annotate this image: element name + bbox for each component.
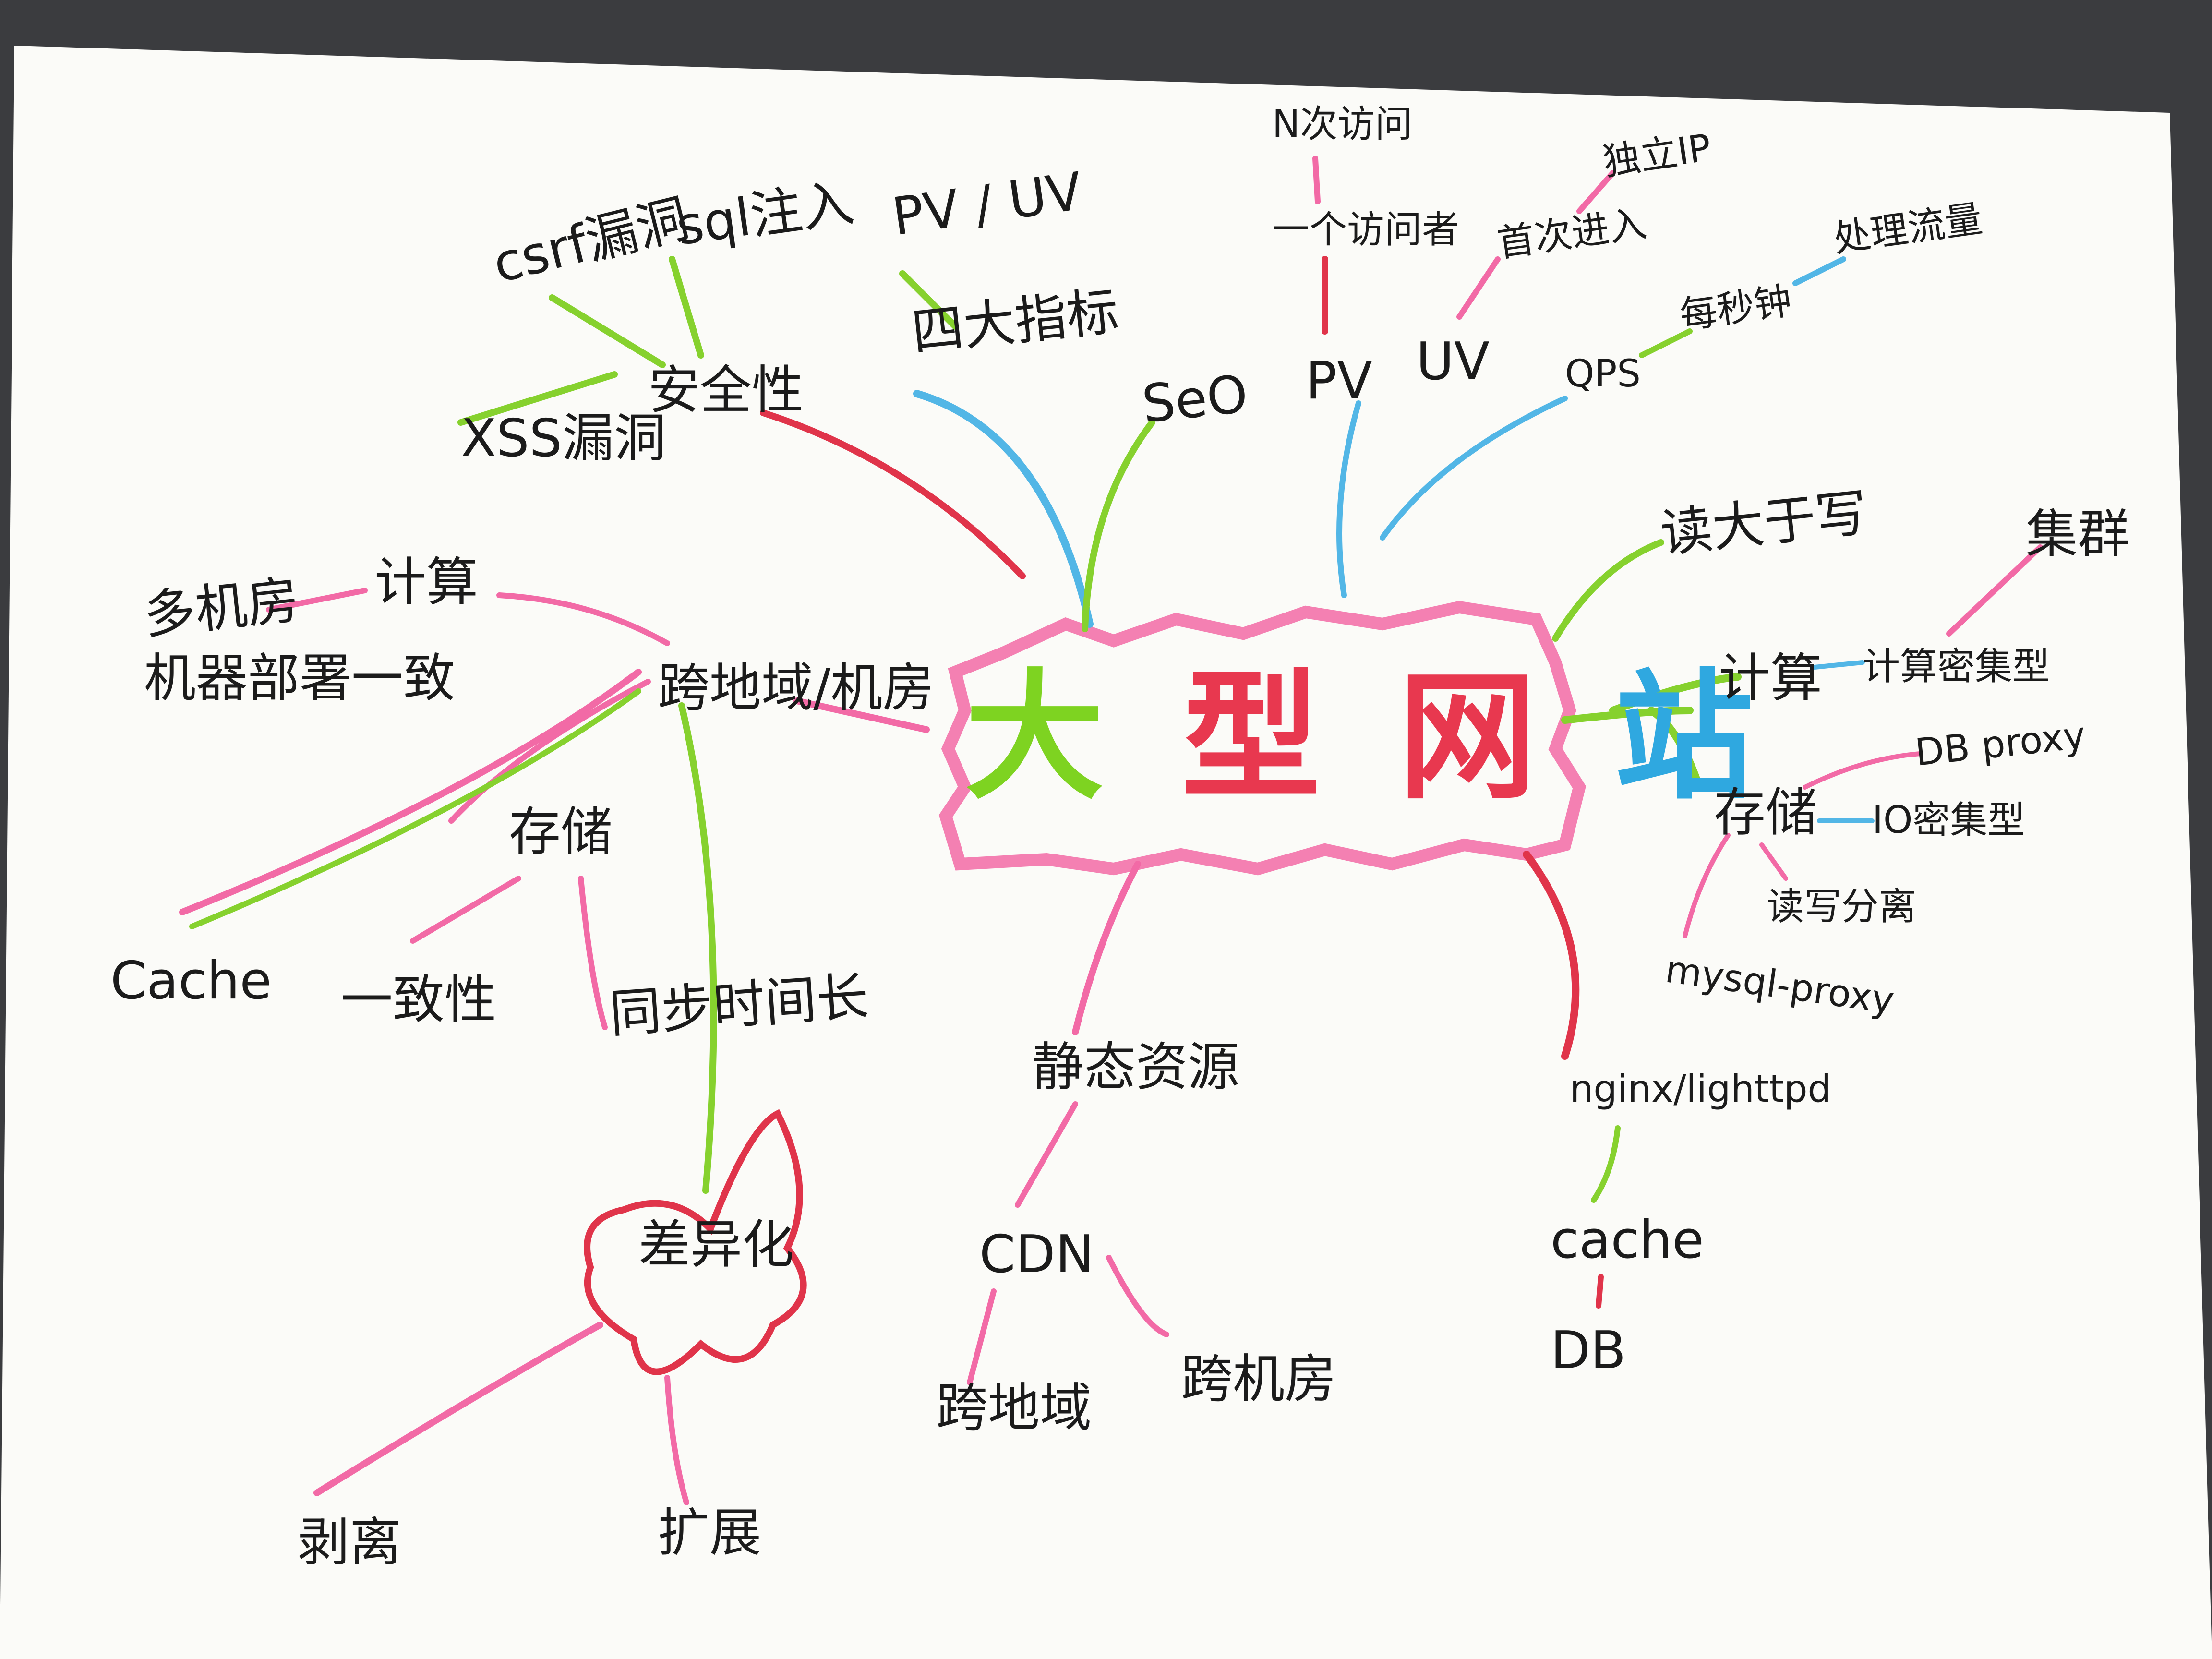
node-cdn: CDN xyxy=(979,1225,1094,1285)
node-storage-r: 存储 xyxy=(1714,783,1818,843)
node-compute-r: 计算 xyxy=(1719,649,1823,709)
node-xss: XSS漏洞 xyxy=(461,409,666,469)
branch-nginx xyxy=(1523,851,1580,1060)
node-compute-l: 计算 xyxy=(374,553,479,613)
center-char-1: 大 xyxy=(965,655,1118,818)
branch-db-proxy xyxy=(1803,751,1923,790)
branch-security xyxy=(760,409,1026,579)
node-cache-r: cache xyxy=(1551,1210,1704,1270)
branch-cdn xyxy=(1015,1101,1078,1208)
branch-db xyxy=(1596,1274,1604,1309)
branch-seo xyxy=(1082,419,1155,632)
branch-pv xyxy=(1336,400,1361,598)
center-title: 大 型 网 站 xyxy=(965,667,1768,806)
node-cache-l: Cache xyxy=(110,951,272,1011)
branch-multi-dc xyxy=(266,588,368,613)
branch-storage-l xyxy=(448,679,651,824)
branch-compute-intensive xyxy=(1812,660,1865,670)
branch-csrf xyxy=(549,294,666,368)
branch-cache-l-green xyxy=(189,688,641,929)
branch-consistency xyxy=(410,876,521,944)
branch-sync-time xyxy=(578,876,608,1030)
node-cross-region: 跨地域/机房 xyxy=(658,658,935,718)
node-nginx: nginx/lighttpd xyxy=(1570,1068,1831,1111)
branch-split xyxy=(313,1322,603,1496)
center-char-2: 型 xyxy=(1181,655,1335,818)
branch-pvuv-top xyxy=(899,270,959,330)
branch-cache-l-pink xyxy=(179,669,642,915)
branch-mysql-proxy xyxy=(1683,833,1731,938)
branch-rw-split xyxy=(1759,842,1788,881)
branch-handle-traffic xyxy=(1792,256,1846,286)
branch-per-second xyxy=(1639,328,1693,358)
node-cluster: 集群 xyxy=(2026,505,2130,565)
branch-unique-ip xyxy=(1576,170,1616,214)
node-one-visitor: 一个访问者 xyxy=(1272,208,1460,252)
node-storage-l: 存储 xyxy=(509,802,613,862)
branch-compute-storage xyxy=(1561,673,1742,791)
branch-uv xyxy=(1380,396,1568,541)
branch-static xyxy=(1072,861,1141,1035)
branch-rw xyxy=(1552,539,1664,642)
center-char-4: 站 xyxy=(1614,655,1768,818)
node-cdn-cross-region: 跨地域 xyxy=(936,1378,1092,1438)
node-qps: QPS xyxy=(1565,352,1641,396)
diversify-cloud-outline xyxy=(584,1109,807,1375)
branch-expand xyxy=(664,1375,689,1505)
node-uv: UV xyxy=(1416,332,1490,392)
node-consistency: 一致性 xyxy=(341,970,497,1030)
node-io-intensive: IO密集型 xyxy=(1872,799,2025,842)
branch-compute-l xyxy=(496,592,670,646)
node-n-visits: N次访问 xyxy=(1272,103,1413,146)
node-db: DB xyxy=(1551,1321,1626,1381)
branch-first-entry xyxy=(1456,256,1501,320)
paper-sheet xyxy=(0,46,2212,1659)
branch-diversify xyxy=(678,702,717,1194)
node-multi-dc: 多机房 xyxy=(141,570,302,646)
node-deployment: 机器部署一致 xyxy=(144,649,456,709)
node-static-resources: 静态资源 xyxy=(1032,1037,1240,1097)
branch-sql xyxy=(669,256,704,359)
node-security: 安全性 xyxy=(648,361,804,421)
node-pv: PV xyxy=(1306,351,1373,411)
node-seo: SeO xyxy=(1139,364,1251,435)
branch-xss xyxy=(457,371,618,426)
node-expand: 扩展 xyxy=(658,1503,762,1563)
node-split: 剥离 xyxy=(298,1513,402,1573)
center-char-3: 网 xyxy=(1397,655,1551,818)
branch-cdn-cross-dc xyxy=(1106,1255,1169,1337)
node-compute-intensive: 计算密集型 xyxy=(1863,645,2050,688)
node-rw-split: 读写分离 xyxy=(1767,885,1917,928)
node-cdn-cross-dc: 跨机房 xyxy=(1181,1349,1337,1409)
branch-cluster xyxy=(1946,544,2043,637)
branch-cdn-cross-region xyxy=(967,1288,997,1385)
branch-cross-region xyxy=(793,697,930,733)
node-diversify: 差异化 xyxy=(638,1215,794,1275)
branch-n-visits xyxy=(1312,156,1321,204)
branch-cache-r xyxy=(1591,1125,1621,1203)
branch-four-metrics-blue xyxy=(913,390,1094,628)
